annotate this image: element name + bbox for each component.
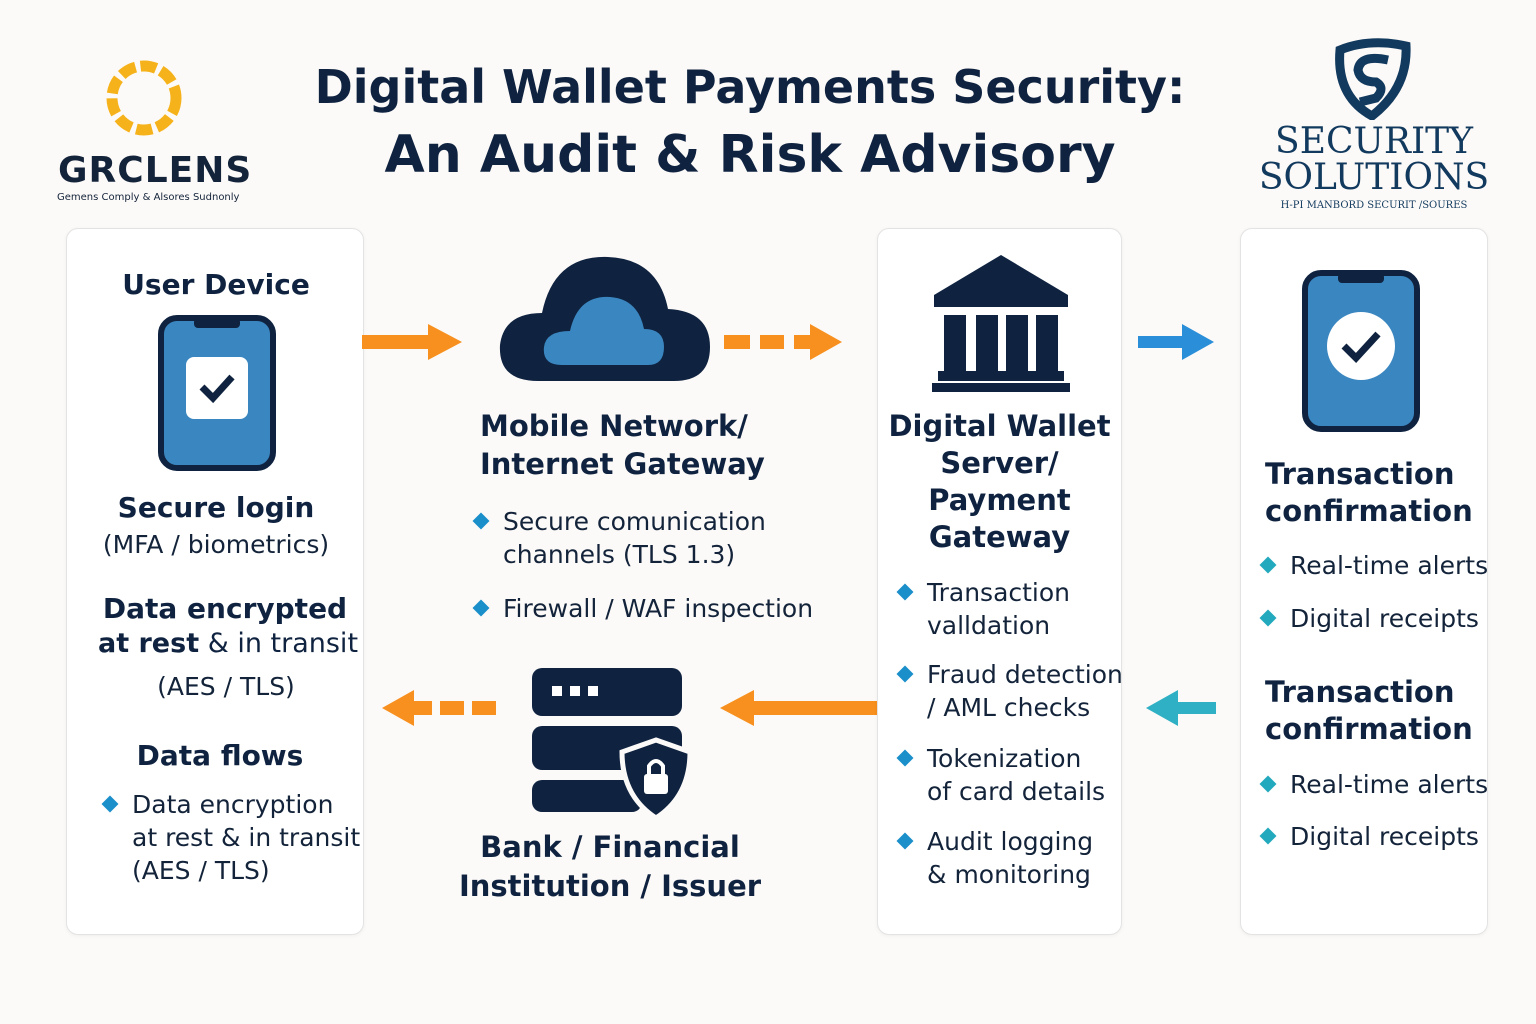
grclens-tagline: Gemens Comply & Alsores Sudnonly (57, 192, 240, 203)
arrow-left-teal (1146, 690, 1216, 726)
data-encrypted-label: Data encrypted (102, 592, 348, 625)
shield-s-icon (1335, 38, 1411, 120)
server-lock-icon (532, 668, 692, 821)
security-solutions-line1: SECURITY (1275, 121, 1473, 162)
alerts-bullet-2: Real-time alerts (1290, 770, 1489, 799)
phone-check-icon (158, 315, 276, 471)
security-solutions-line2: SOLUTIONS (1258, 157, 1490, 198)
cloud-icon (499, 256, 710, 381)
dashed-arrow-left-orange (382, 690, 496, 726)
receipts-bullet-2: Digital receipts (1290, 822, 1479, 851)
data-flows-heading: Data flows (136, 739, 304, 772)
user-device-heading: User Device (122, 268, 310, 301)
security-solutions-tagline: H-PI MANBORD SECURIT /SOURES (1280, 200, 1468, 211)
in-transit-text: & in transit (199, 628, 359, 659)
dashed-arrow-right-orange (724, 324, 842, 360)
receipts-bullet-1: Digital receipts (1290, 604, 1479, 633)
grclens-emblem-icon (106, 60, 182, 136)
data-encrypted-line2: at rest & in transit (80, 628, 376, 659)
arrow-right-blue (1138, 324, 1214, 360)
arrow-left-orange (720, 690, 878, 726)
audit-logging-bullet: Audit logging& monitoring (927, 827, 1094, 889)
page-title-line1: Digital Wallet Payments Security: (314, 60, 1186, 114)
aes-tls-label: (AES / TLS) (157, 672, 295, 701)
grclens-name: GRCLENS (58, 150, 253, 191)
page-title-line2: An Audit & Risk Advisory (384, 125, 1116, 185)
gateway-heading-1: Mobile Network/ (480, 409, 748, 443)
phone-check-circle-icon (1302, 270, 1420, 432)
alerts-bullet-1: Real-time alerts (1290, 551, 1489, 580)
at-rest-text: at rest (97, 628, 200, 659)
bank-building-icon (932, 255, 1070, 392)
secure-login-label: Secure login (117, 491, 315, 524)
gateway-heading-2: Internet Gateway (480, 447, 765, 481)
arrow-right-orange (362, 324, 462, 360)
firewall-bullet: Firewall / WAF inspection (503, 594, 814, 623)
fraud-bullet: Fraud detection/ AML checks (927, 660, 1123, 722)
secure-login-sub: (MFA / biometrics) (102, 530, 330, 559)
